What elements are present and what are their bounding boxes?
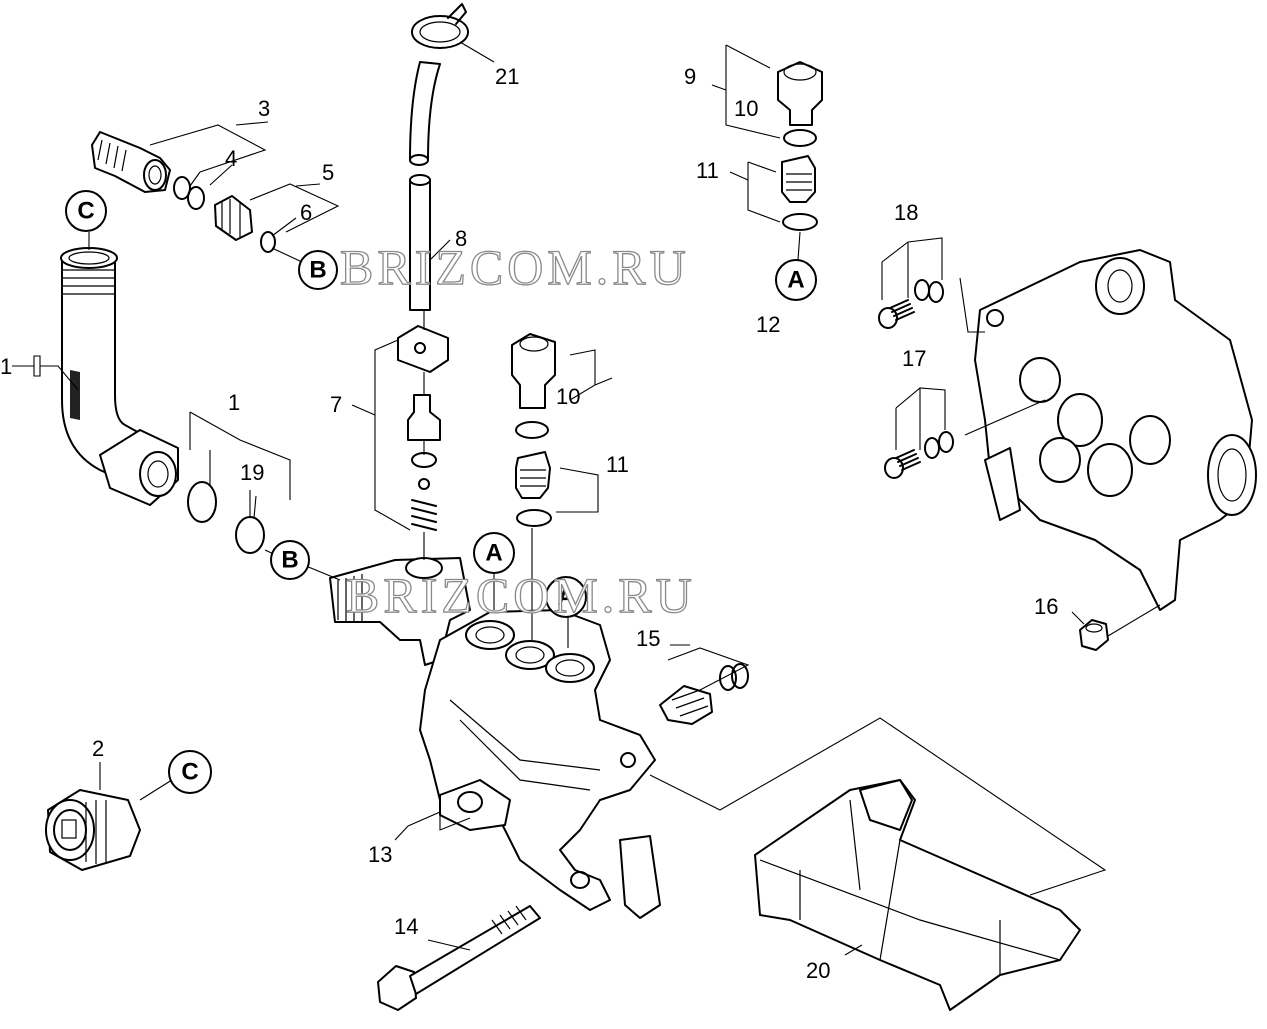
part-10-o-ring [515, 421, 549, 439]
callout-c-top: C [65, 190, 107, 232]
svg-text:A: A [557, 584, 574, 611]
label-18: 18 [894, 200, 918, 225]
label-19: 19 [240, 460, 264, 485]
part-1-elbow-pipe [60, 247, 179, 506]
part-8-hose [409, 61, 441, 311]
part-11-o-ring [516, 509, 552, 527]
part-21-cap [411, 3, 469, 49]
callout-a-right: A [545, 576, 587, 618]
part-6-o-ring [260, 231, 276, 253]
callout-b-mid: B [270, 540, 310, 580]
callout-b-top: B [298, 250, 338, 290]
pump-body [329, 557, 661, 919]
label-10-mid: 10 [556, 384, 580, 409]
part-10-top-o-ring [783, 129, 817, 147]
label-11-top: 11 [696, 158, 719, 183]
label-1-group: 1 [228, 390, 240, 415]
part-20-tray [754, 779, 1081, 1011]
svg-text:C: C [77, 198, 94, 225]
label-12: 12 [756, 312, 780, 337]
watermark-bottom: BRIZCOM.RU [346, 567, 696, 623]
part-5-valve [214, 195, 253, 241]
part-17-valve [884, 431, 954, 479]
part-11-top-o-ring [782, 213, 818, 231]
part-number-labels: 21 3 4 5 6 8 9 10 11 12 18 17 1 7 10 1 1… [0, 64, 1058, 983]
label-21: 21 [495, 64, 519, 89]
svg-text:B: B [281, 547, 298, 574]
svg-text:A: A [485, 540, 502, 567]
part-16-nut [1079, 619, 1109, 651]
label-2: 2 [92, 736, 104, 761]
label-3: 3 [258, 96, 270, 121]
callout-a-top-right: A [775, 259, 817, 301]
label-11-mid: 11 [606, 452, 629, 477]
label-5: 5 [322, 160, 334, 185]
label-7: 7 [330, 392, 342, 417]
label-4: 4 [225, 146, 237, 171]
part-11-top-valve [781, 155, 816, 203]
part-14-bolt [377, 905, 541, 1011]
label-9: 9 [684, 64, 696, 89]
svg-text:C: C [181, 759, 198, 786]
part-15-valve [659, 663, 749, 725]
label-1-left: 1 [0, 354, 12, 379]
label-13: 13 [368, 842, 392, 867]
part-4-o-rings [173, 176, 205, 210]
part-3-valve [91, 131, 171, 193]
callout-c-bottom: C [168, 750, 212, 794]
svg-text:A: A [787, 267, 804, 294]
part-11-valve [515, 451, 551, 499]
svg-text:B: B [309, 257, 326, 284]
label-6: 6 [300, 200, 312, 225]
part-7-valve-stack [397, 325, 449, 531]
label-10-top: 10 [734, 96, 758, 121]
label-8: 8 [455, 226, 467, 251]
label-15: 15 [636, 626, 660, 651]
label-17: 17 [902, 346, 926, 371]
pump-head [974, 249, 1257, 611]
part-1-snap-ring [187, 481, 217, 523]
callout-a-left: A [473, 532, 515, 574]
part-19-o-ring [235, 516, 265, 554]
label-16: 16 [1034, 594, 1058, 619]
part-10-plug [511, 333, 556, 409]
part-18-valve [878, 279, 944, 329]
watermark-top: BRIZCOM.RU [340, 239, 690, 295]
part-9-plug [777, 61, 823, 126]
label-14: 14 [394, 914, 418, 939]
label-20: 20 [806, 958, 830, 983]
part-2-coupling [45, 789, 141, 871]
